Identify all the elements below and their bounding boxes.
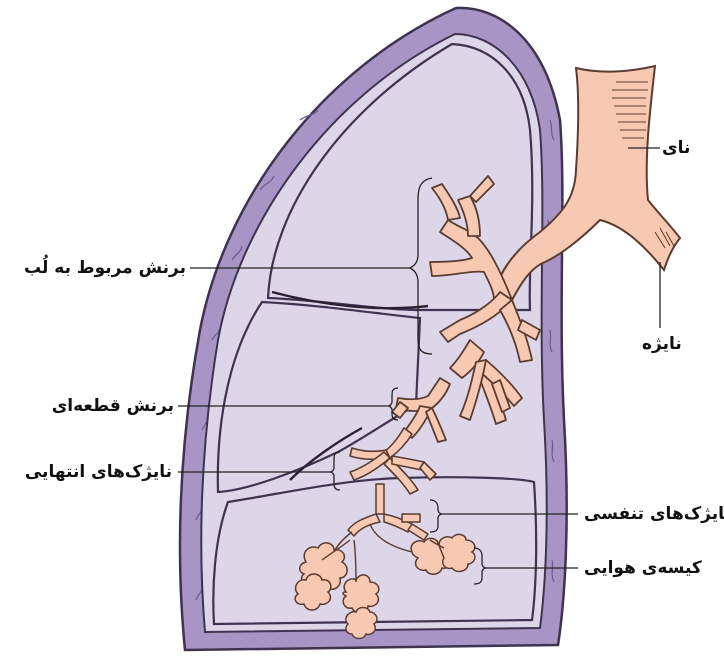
label-segmental-section: برنش قطعه‌ای xyxy=(52,396,174,416)
label-lobar-section: برنش مربوط به لُب xyxy=(24,258,186,278)
label-trachea: نای xyxy=(662,138,690,158)
lung-interior xyxy=(201,34,546,632)
label-bronchus: نایژه xyxy=(642,334,682,354)
label-alveolar-sac: کیسه‌ی هوایی xyxy=(584,558,702,578)
label-terminal-bronchioles: نایژک‌های انتهایی xyxy=(25,462,172,482)
label-respiratory-bronchioles: نایژک‌های تنفسی xyxy=(584,504,724,524)
